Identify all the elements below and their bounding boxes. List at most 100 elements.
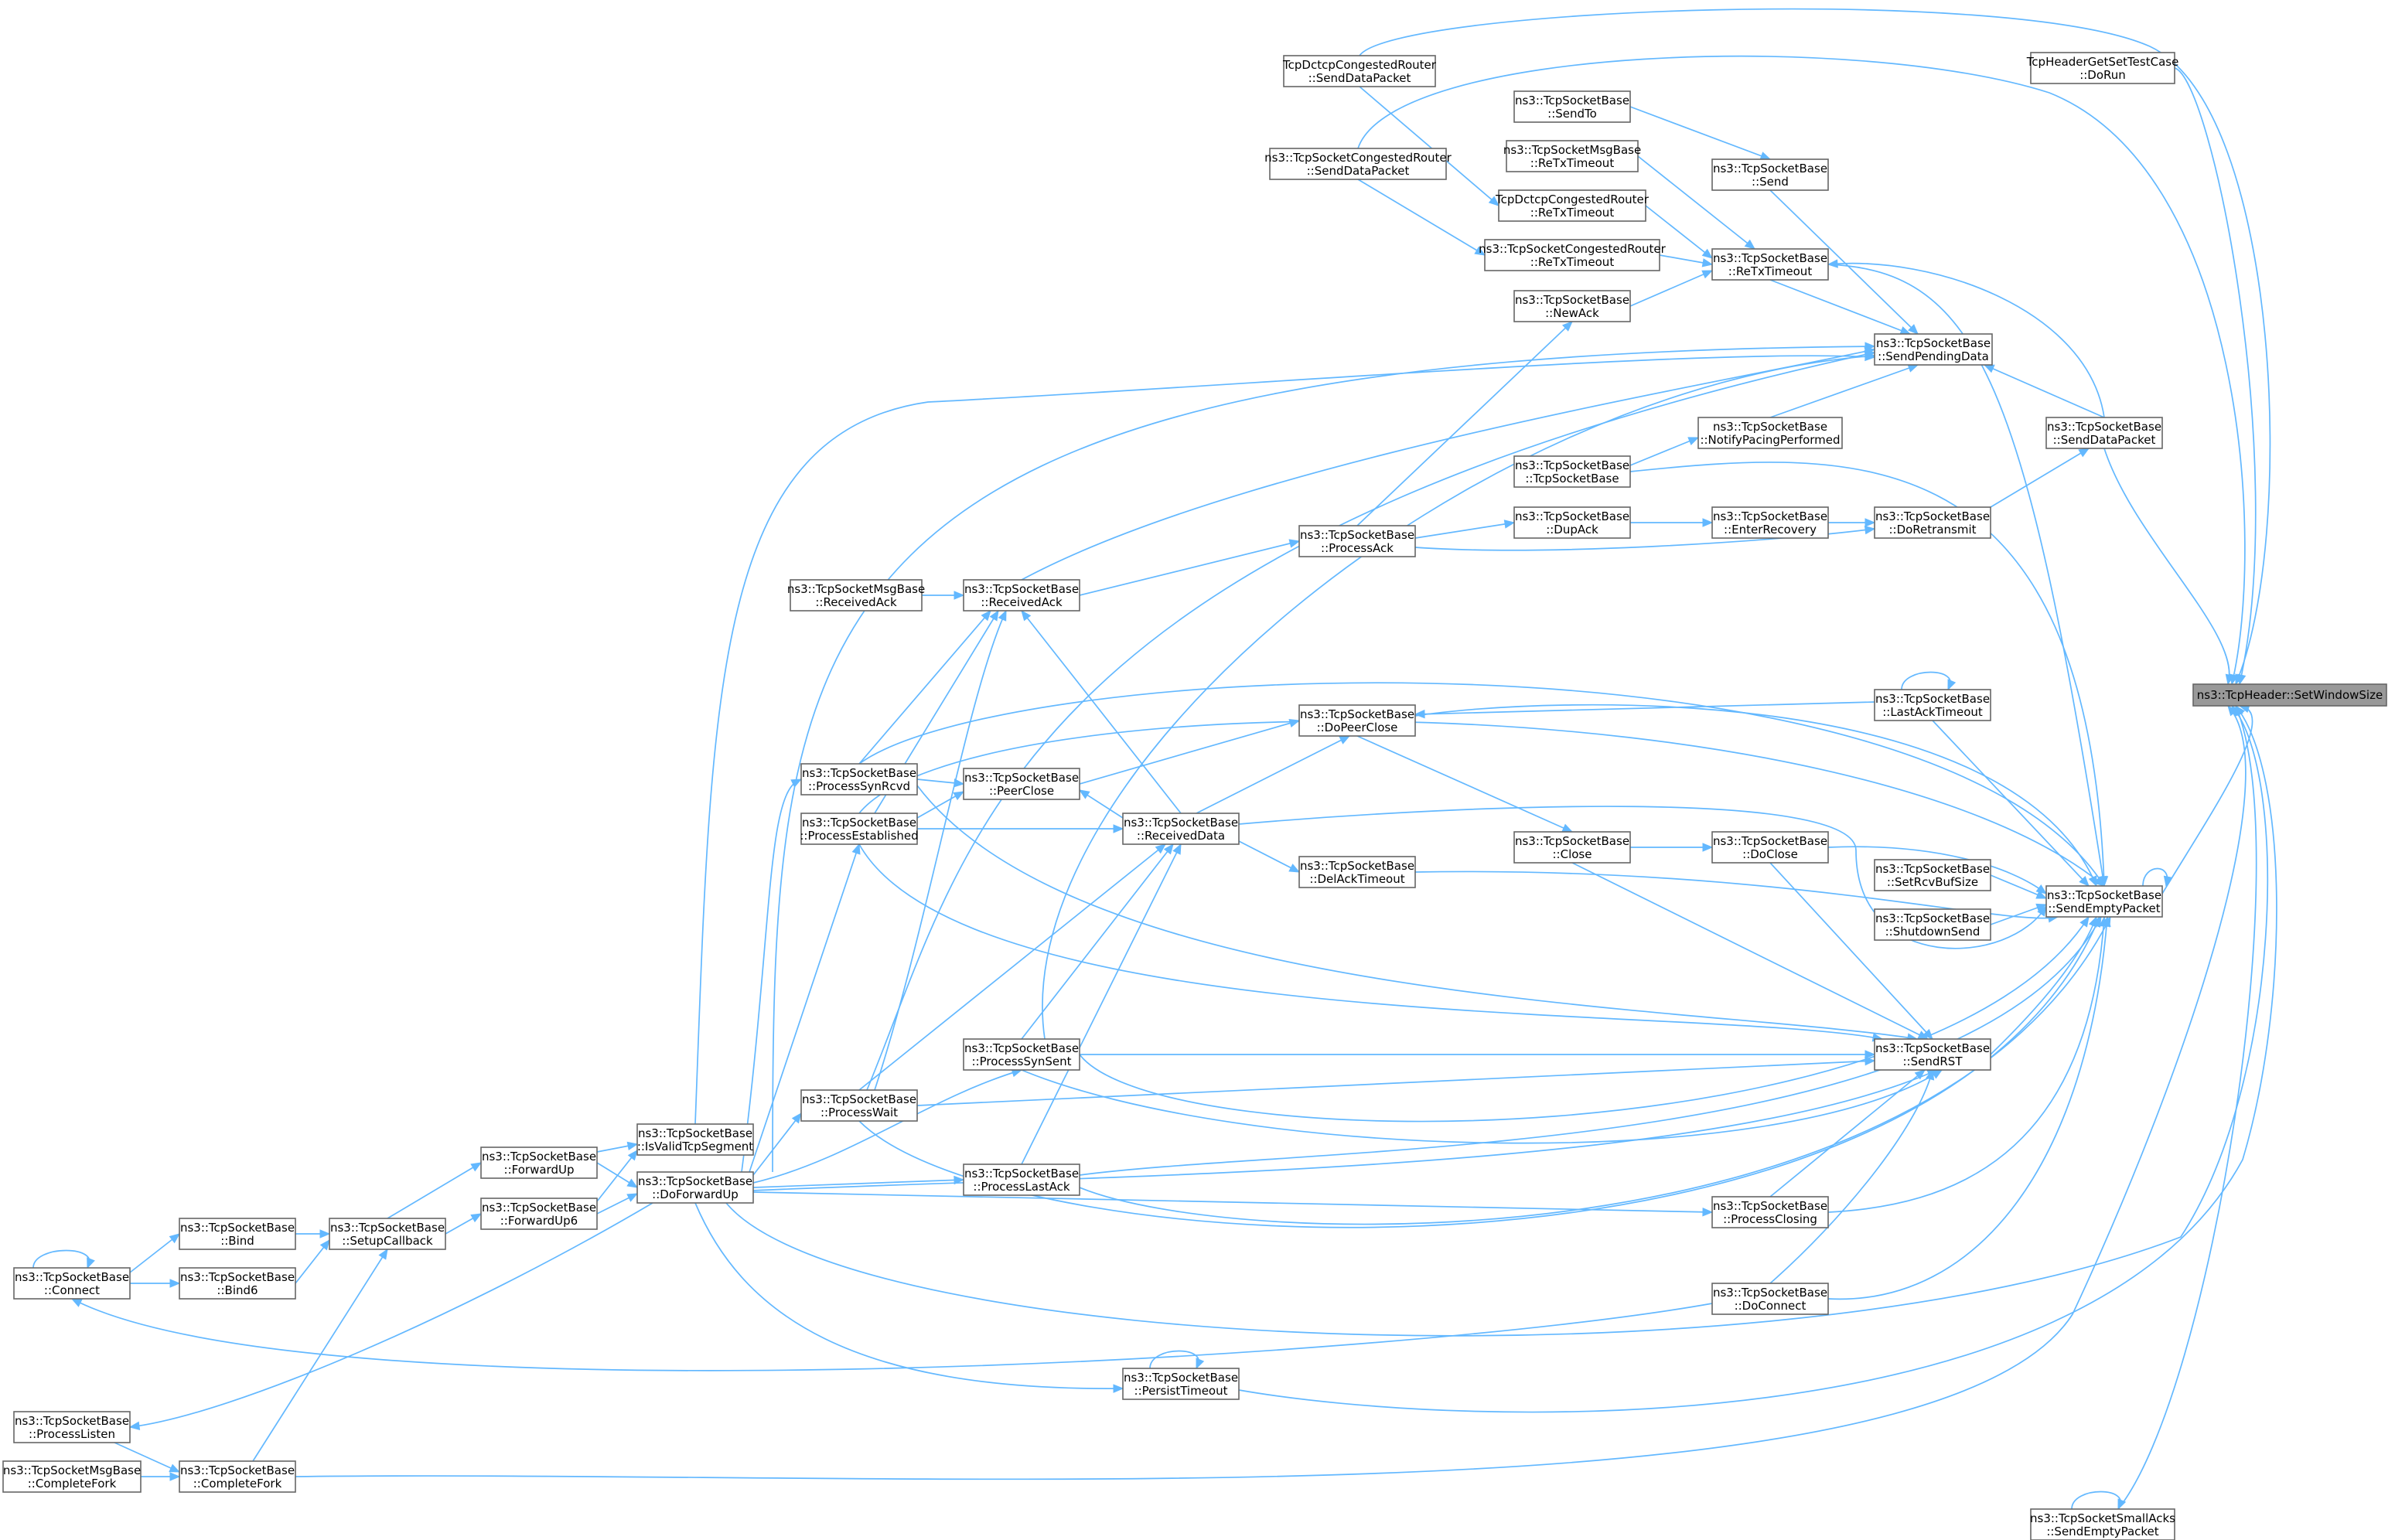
node-box <box>963 1038 1080 1071</box>
node-cong-retx[interactable]: ns3::TcpSocketCongestedRouter::ReTxTimeo… <box>1479 239 1667 271</box>
arrowhead <box>2227 704 2238 717</box>
node-dopeerclose[interactable]: ns3::TcpSocketBase::DoPeerClose <box>1298 704 1416 737</box>
node-fwdup[interactable]: ns3::TcpSocketBase::ForwardUp <box>480 1146 598 1179</box>
node-procwait[interactable]: ns3::TcpSocketBase::ProcessWait <box>800 1089 918 1122</box>
node-tcphdrgsc[interactable]: TcpHeaderGetSetTestCase::DoRun <box>2026 52 2179 84</box>
arrowhead <box>2079 875 2090 887</box>
node-box <box>1513 831 1631 864</box>
node-cong-sdp[interactable]: ns3::TcpSocketCongestedRouter::SendDataP… <box>1264 148 1452 180</box>
edge-bind-to-setupcb <box>295 1229 331 1238</box>
node-bind[interactable]: ns3::TcpSocketBase::Bind <box>179 1218 296 1250</box>
node-label-line1: ns3::TcpSocketBase <box>638 1174 752 1188</box>
node-label-line2: ::SendEmptyPacket <box>2046 1525 2158 1538</box>
node-label-line2: ::DoConnect <box>1735 1299 1806 1313</box>
node-sep[interactable]: ns3::TcpSocketBase::SendEmptyPacket <box>2045 885 2163 918</box>
node-sdp[interactable]: ns3::TcpSocketBase::SendDataPacket <box>2045 417 2163 449</box>
node-label-line1: ns3::TcpSocketBase <box>638 1126 752 1140</box>
node-label-line2: ::Close <box>1553 847 1592 861</box>
node-dofwdup[interactable]: ns3::TcpSocketBase::DoForwardUp <box>636 1171 754 1204</box>
node-send[interactable]: ns3::TcpSocketBase::Send <box>1711 158 1829 191</box>
node-dupack[interactable]: ns3::TcpSocketBase::DupAck <box>1513 506 1631 539</box>
node-npp[interactable]: ns3::TcpSocketBase::NotifyPacingPerforme… <box>1697 417 1843 449</box>
edge-cong_sdp-to-setws <box>1357 55 2246 686</box>
node-msg-fork[interactable]: ns3::TcpSocketMsgBase::CompleteFork <box>2 1460 142 1493</box>
edge-setrcvbuf-to-sep <box>1990 874 2048 899</box>
edge-procest-to-sep <box>858 721 2106 887</box>
node-newack[interactable]: ns3::TcpSocketBase::NewAck <box>1513 290 1631 322</box>
node-shutdownsend[interactable]: ns3::TcpSocketBase::ShutdownSend <box>1874 908 1991 941</box>
node-label-line1: ns3::TcpSocketBase <box>1515 94 1629 107</box>
node-synrcvd[interactable]: ns3::TcpSocketBase::ProcessSynRcvd <box>800 763 918 796</box>
node-label-line1: ns3::TcpSocketBase <box>802 766 916 780</box>
edge-procwait-to-sendrst <box>916 1056 1876 1106</box>
edge-synrcvd-to-sendrst <box>916 785 1919 1042</box>
edge-connect-to-bind <box>129 1233 181 1273</box>
node-bind6[interactable]: ns3::TcpSocketBase::Bind6 <box>179 1267 296 1300</box>
node-persist[interactable]: ns3::TcpSocketBase::PersistTimeout <box>1122 1368 1240 1400</box>
arrowhead <box>1701 248 1714 259</box>
node-procclosing[interactable]: ns3::TcpSocketBase::ProcessClosing <box>1711 1196 1829 1228</box>
node-setws[interactable]: ns3::TcpHeader::SetWindowSize <box>2192 683 2387 707</box>
arrowhead <box>791 1112 802 1124</box>
edge-dofwdup-to-spd <box>772 342 1876 1173</box>
node-recvack[interactable]: ns3::TcpSocketBase::ReceivedAck <box>963 579 1080 612</box>
node-box <box>179 1267 296 1300</box>
node-doretx[interactable]: ns3::TcpSocketBase::DoRetransmit <box>1874 506 1991 539</box>
node-msg-recvack[interactable]: ns3::TcpSocketMsgBase::ReceivedAck <box>787 579 925 612</box>
node-smallacks[interactable]: ns3::TcpSocketSmallAcks::SendEmptyPacket <box>2030 1508 2175 1540</box>
node-isvalid[interactable]: ns3::TcpSocketBase::IsValidTcpSegment <box>636 1123 754 1156</box>
node-proclastack[interactable]: ns3::TcpSocketBase::ProcessLastAck <box>963 1164 1080 1196</box>
node-box <box>1484 239 1660 271</box>
node-enterrec[interactable]: ns3::TcpSocketBase::EnterRecovery <box>1711 506 1829 539</box>
node-fwdup6[interactable]: ns3::TcpSocketBase::ForwardUp6 <box>480 1198 598 1230</box>
node-label-line2: ::ProcessLastAck <box>973 1180 1070 1194</box>
arrowhead <box>378 1248 388 1260</box>
node-label-line1: ns3::TcpSocketBase <box>964 582 1079 596</box>
node-doclose[interactable]: ns3::TcpSocketBase::DoClose <box>1711 831 1829 864</box>
node-recvdata[interactable]: ns3::TcpSocketBase::ReceivedData <box>1122 813 1240 845</box>
node-label-line1: ns3::TcpSocketCongestedRouter <box>1479 242 1666 256</box>
node-doconnect[interactable]: ns3::TcpSocketBase::DoConnect <box>1711 1283 1829 1315</box>
node-delack[interactable]: ns3::TcpSocketBase::DelAckTimeout <box>1298 856 1416 888</box>
node-sendto[interactable]: ns3::TcpSocketBase::SendTo <box>1513 90 1631 123</box>
node-spd[interactable]: ns3::TcpSocketBase::SendPendingData <box>1874 333 1993 366</box>
node-lastack[interactable]: ns3::TcpSocketBase::LastAckTimeout <box>1874 689 1991 721</box>
node-label-line1: ns3::TcpSocketBase <box>482 1201 596 1215</box>
node-box <box>2045 885 2163 918</box>
node-setrcvbuf[interactable]: ns3::TcpSocketBase::SetRcvBufSize <box>1874 859 1991 891</box>
edge-procest-to-peerclose <box>916 791 965 819</box>
node-msg-retx[interactable]: ns3::TcpSocketMsgBase::ReTxTimeout <box>1503 140 1641 172</box>
node-setupcb[interactable]: ns3::TcpSocketBase::SetupCallback <box>329 1218 446 1250</box>
node-box <box>1298 856 1416 888</box>
edge-sdp-to-retx <box>1827 259 2105 418</box>
node-peerclose[interactable]: ns3::TcpSocketBase::PeerClose <box>963 768 1080 800</box>
node-synsent[interactable]: ns3::TcpSocketBase::ProcessSynSent <box>963 1038 1080 1071</box>
edge-msg_fork-to-completefork <box>141 1472 181 1481</box>
arrowhead <box>851 843 861 855</box>
node-label-line2: ::ProcessClosing <box>1723 1212 1817 1226</box>
edge-recvdata-to-recvack <box>1021 609 1182 814</box>
arrowhead <box>1288 718 1301 727</box>
node-box <box>1711 831 1829 864</box>
edge-sdp-to-spd <box>1983 364 2105 418</box>
node-close[interactable]: ns3::TcpSocketBase::Close <box>1513 831 1631 864</box>
node-completefork[interactable]: ns3::TcpSocketBase::CompleteFork <box>179 1460 296 1493</box>
node-label-line1: TcpDctcpCongestedRouter <box>1495 192 1650 206</box>
node-label-line1: ns3::TcpSocketBase <box>1713 1286 1827 1300</box>
node-connect[interactable]: ns3::TcpSocketBase::Connect <box>13 1267 131 1300</box>
node-sendrst[interactable]: ns3::TcpSocketBase::SendRST <box>1874 1038 1991 1071</box>
edge-cong_retx-to-retx <box>1659 254 1714 267</box>
edge-bind6-to-setupcb <box>295 1238 330 1284</box>
node-dctcp-sdp[interactable]: TcpDctcpCongestedRouter::SendDataPacket <box>1282 55 1437 87</box>
edge-procwait-to-recvdata <box>858 843 1167 1091</box>
node-retx[interactable]: ns3::TcpSocketBase::ReTxTimeout <box>1711 248 1829 281</box>
arrowhead <box>1701 270 1714 279</box>
node-procack[interactable]: ns3::TcpSocketBase::ProcessAck <box>1298 525 1416 557</box>
node-proclisten[interactable]: ns3::TcpSocketBase::ProcessListen <box>13 1411 131 1443</box>
node-label-line2: ::SetupCallback <box>342 1234 433 1248</box>
edge-shutdownsend-to-sep <box>1990 903 2048 925</box>
arrowhead <box>1172 843 1182 855</box>
node-ctor[interactable]: ns3::TcpSocketBase::TcpSocketBase <box>1513 455 1631 488</box>
node-procest[interactable]: ns3::TcpSocketBase::ProcessEstablished <box>800 813 919 845</box>
node-dctcp-retx[interactable]: TcpDctcpCongestedRouter::ReTxTimeout <box>1495 189 1650 222</box>
